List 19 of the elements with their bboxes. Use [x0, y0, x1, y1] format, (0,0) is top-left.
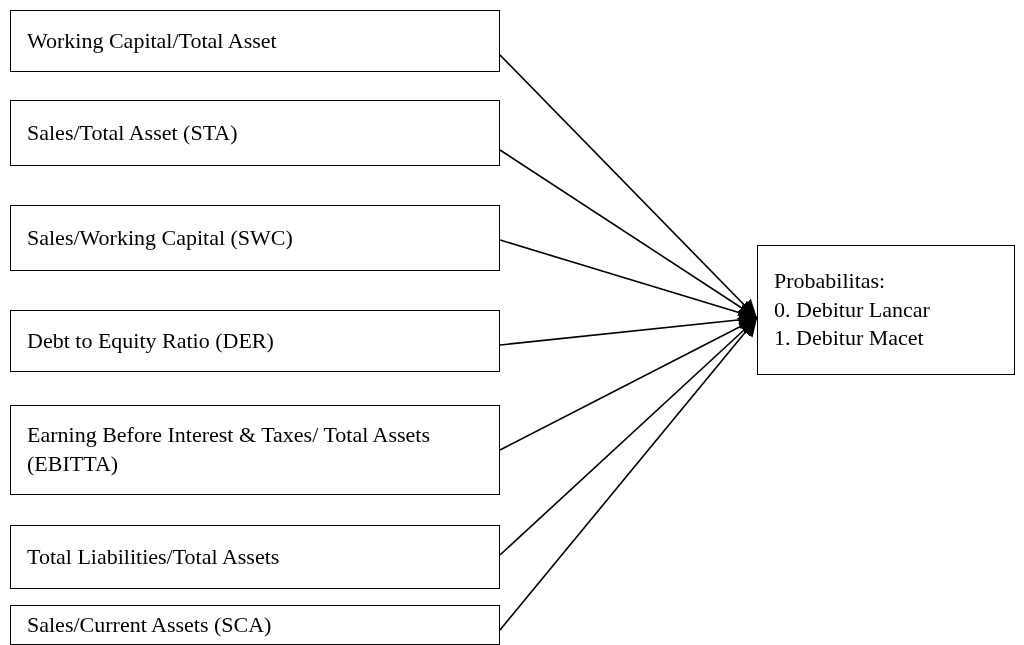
- box-text: Probabilitas:: [774, 267, 887, 296]
- text-box: [10, 205, 500, 271]
- box-text: Sales/Current Assets (SCA): [27, 610, 273, 639]
- box-text: Working Capital/Total Asset: [27, 26, 278, 55]
- text-box: [10, 405, 500, 495]
- box-text: Debt to Equity Ratio (DER): [27, 326, 275, 355]
- text-box: [10, 10, 500, 72]
- text-box: [757, 245, 1015, 375]
- text-box: [10, 525, 500, 589]
- box-text: Sales/Working Capital (SWC): [27, 223, 294, 252]
- text-box: [10, 605, 500, 645]
- text-box: [10, 310, 500, 372]
- text-box: [10, 100, 500, 166]
- arrow: [499, 54, 758, 319]
- box-text: Total Liabilities/Total Assets: [27, 542, 281, 571]
- box-text: Sales/Total Asset (STA): [27, 118, 239, 147]
- box-text: 0. Debitur Lancar: [774, 295, 931, 324]
- box-text: Earning Before Interest & Taxes/ Total Assets (EBITTA): [27, 421, 431, 478]
- box-text: 1. Debitur Macet: [774, 324, 925, 353]
